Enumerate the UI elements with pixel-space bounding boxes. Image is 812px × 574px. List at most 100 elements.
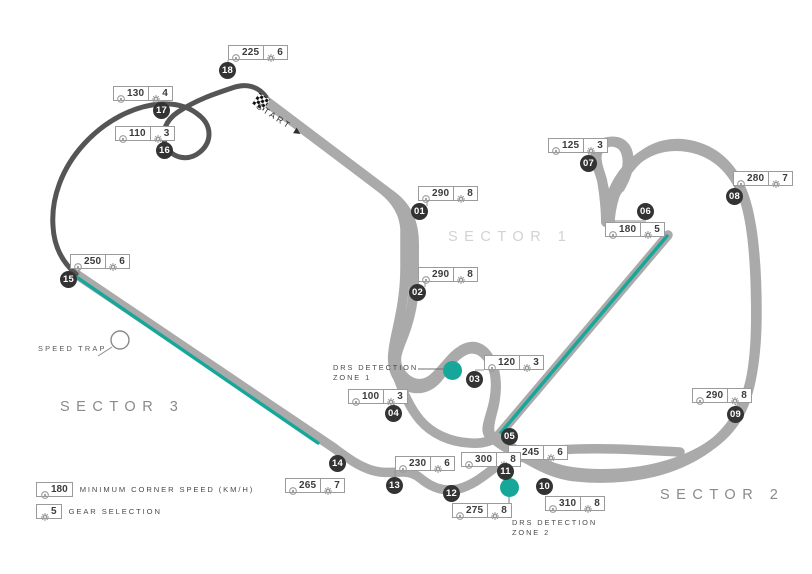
speedometer-icon <box>456 507 464 520</box>
turn-bullet-05: 05 <box>501 428 518 445</box>
gear-icon <box>457 271 466 284</box>
turn-chip-09: 290 8 <box>692 388 753 405</box>
turn-gear-cell-08: 7 <box>768 172 792 188</box>
start-text: START <box>254 100 294 132</box>
speedometer-icon <box>552 142 560 155</box>
turn-speed-cell-07: 125 <box>549 139 583 155</box>
turn-bullet-10: 10 <box>536 478 553 495</box>
legend-chip-speed: 180 <box>36 482 73 499</box>
turn-speed-value: 275 <box>466 505 484 516</box>
gear-icon <box>772 175 781 188</box>
speedometer-icon <box>696 392 704 405</box>
legend-chip-gear: 5 <box>36 504 62 521</box>
turn-gear-cell-09: 8 <box>727 389 751 405</box>
drs-zone-1-label: DRS DETECTION ZONE 1 <box>333 363 418 383</box>
turn-gear-cell-17: 4 <box>148 87 172 103</box>
speedometer-icon <box>488 359 496 372</box>
sector-label-3: SECTOR 3 <box>60 399 185 415</box>
turn-speed-cell-12b: 300 <box>462 453 496 469</box>
turn-speed-cell-04: 100 <box>349 390 383 406</box>
legend-speed-text: MINIMUM CORNER SPEED (KM/H) <box>79 485 255 494</box>
turn-speed-cell-03: 120 <box>485 356 519 372</box>
turn-gear-value: 8 <box>741 390 748 401</box>
gear-icon <box>324 482 333 495</box>
gear-icon <box>731 392 740 405</box>
turn-speed-value: 290 <box>432 269 450 280</box>
drs-zone-2-line-2: ZONE 2 <box>512 528 551 537</box>
turn-bullet-18: 18 <box>219 62 236 79</box>
turn-speed-value: 310 <box>559 498 577 509</box>
sector-label-2: SECTOR 2 <box>660 487 785 503</box>
turn-speed-cell-09: 290 <box>693 389 727 405</box>
turn-speed-cell-16: 110 <box>116 127 150 143</box>
turn-bullet-02: 02 <box>409 284 426 301</box>
turn-gear-value: 6 <box>557 447 564 458</box>
speedometer-icon <box>737 175 745 188</box>
turn-gear-cell-14: 7 <box>320 479 344 495</box>
legend-row-gear: 5 GEAR SELECTION <box>36 503 254 521</box>
speedometer-icon <box>609 226 617 239</box>
speedometer-icon <box>465 456 473 469</box>
speed-trap-circle-icon <box>110 330 130 350</box>
turn-gear-cell-11: 6 <box>543 446 567 462</box>
gear-icon <box>457 190 466 203</box>
turn-chip-08: 280 7 <box>733 171 794 188</box>
turn-speed-cell-15: 250 <box>71 255 105 271</box>
turn-speed-cell-06: 180 <box>606 223 640 239</box>
drs-zone-2-line-1: DRS DETECTION <box>512 518 598 527</box>
drs-detection-marker-2 <box>500 478 519 497</box>
turn-gear-value: 4 <box>162 88 169 99</box>
turn-bullet-12: 12 <box>443 485 460 502</box>
turn-speed-value: 180 <box>619 224 637 235</box>
turn-speed-cell-02: 290 <box>419 268 453 284</box>
turn-gear-cell-12: 8 <box>487 504 511 520</box>
speedometer-icon <box>422 190 430 203</box>
turn-chip-13: 230 6 <box>395 456 456 473</box>
turn-bullet-16: 16 <box>156 142 173 159</box>
turn-speed-value: 100 <box>362 391 380 402</box>
turn-gear-value: 3 <box>163 128 170 139</box>
gear-icon <box>109 258 118 271</box>
turn-gear-value: 3 <box>397 391 404 402</box>
turn-bullet-07: 07 <box>580 155 597 172</box>
turn-speed-value: 230 <box>409 458 427 469</box>
turn-gear-value: 6 <box>444 458 451 469</box>
turn-speed-value: 290 <box>432 188 450 199</box>
turn-gear-value: 5 <box>654 224 661 235</box>
turn-chip-04: 100 3 <box>348 389 409 406</box>
turn-gear-cell-01: 8 <box>453 187 477 203</box>
speed-trap-leader <box>97 346 113 357</box>
gear-icon <box>152 90 161 103</box>
speedometer-icon <box>422 271 430 284</box>
turn-bullet-01: 01 <box>411 203 428 220</box>
drs-zone-2-label: DRS DETECTION ZONE 2 <box>512 518 597 538</box>
circuit-bottom-esses <box>329 443 502 495</box>
turn-gear-value: 8 <box>594 498 601 509</box>
gear-icon <box>584 500 593 513</box>
legend-gear-value: 5 <box>51 506 57 517</box>
turn-speed-cell-08: 280 <box>734 172 768 188</box>
gear-icon <box>434 460 443 473</box>
turn-gear-cell-03: 3 <box>519 356 543 372</box>
turn-chip-16: 110 3 <box>115 126 175 143</box>
turn-speed-cell-13: 230 <box>396 457 430 473</box>
legend: 180 MINIMUM CORNER SPEED (KM/H) <box>36 481 254 525</box>
gear-icon <box>644 226 653 239</box>
turn-speed-value: 280 <box>747 173 765 184</box>
gear-icon <box>523 359 532 372</box>
turn-gear-value: 6 <box>119 256 126 267</box>
turn-speed-value: 130 <box>127 88 145 99</box>
gear-icon <box>547 449 556 462</box>
turn-speed-value: 245 <box>522 447 540 458</box>
turn-gear-value: 7 <box>782 173 789 184</box>
turn-speed-value: 125 <box>562 140 580 151</box>
speedometer-icon <box>549 500 557 513</box>
turn-speed-cell-17: 130 <box>114 87 148 103</box>
